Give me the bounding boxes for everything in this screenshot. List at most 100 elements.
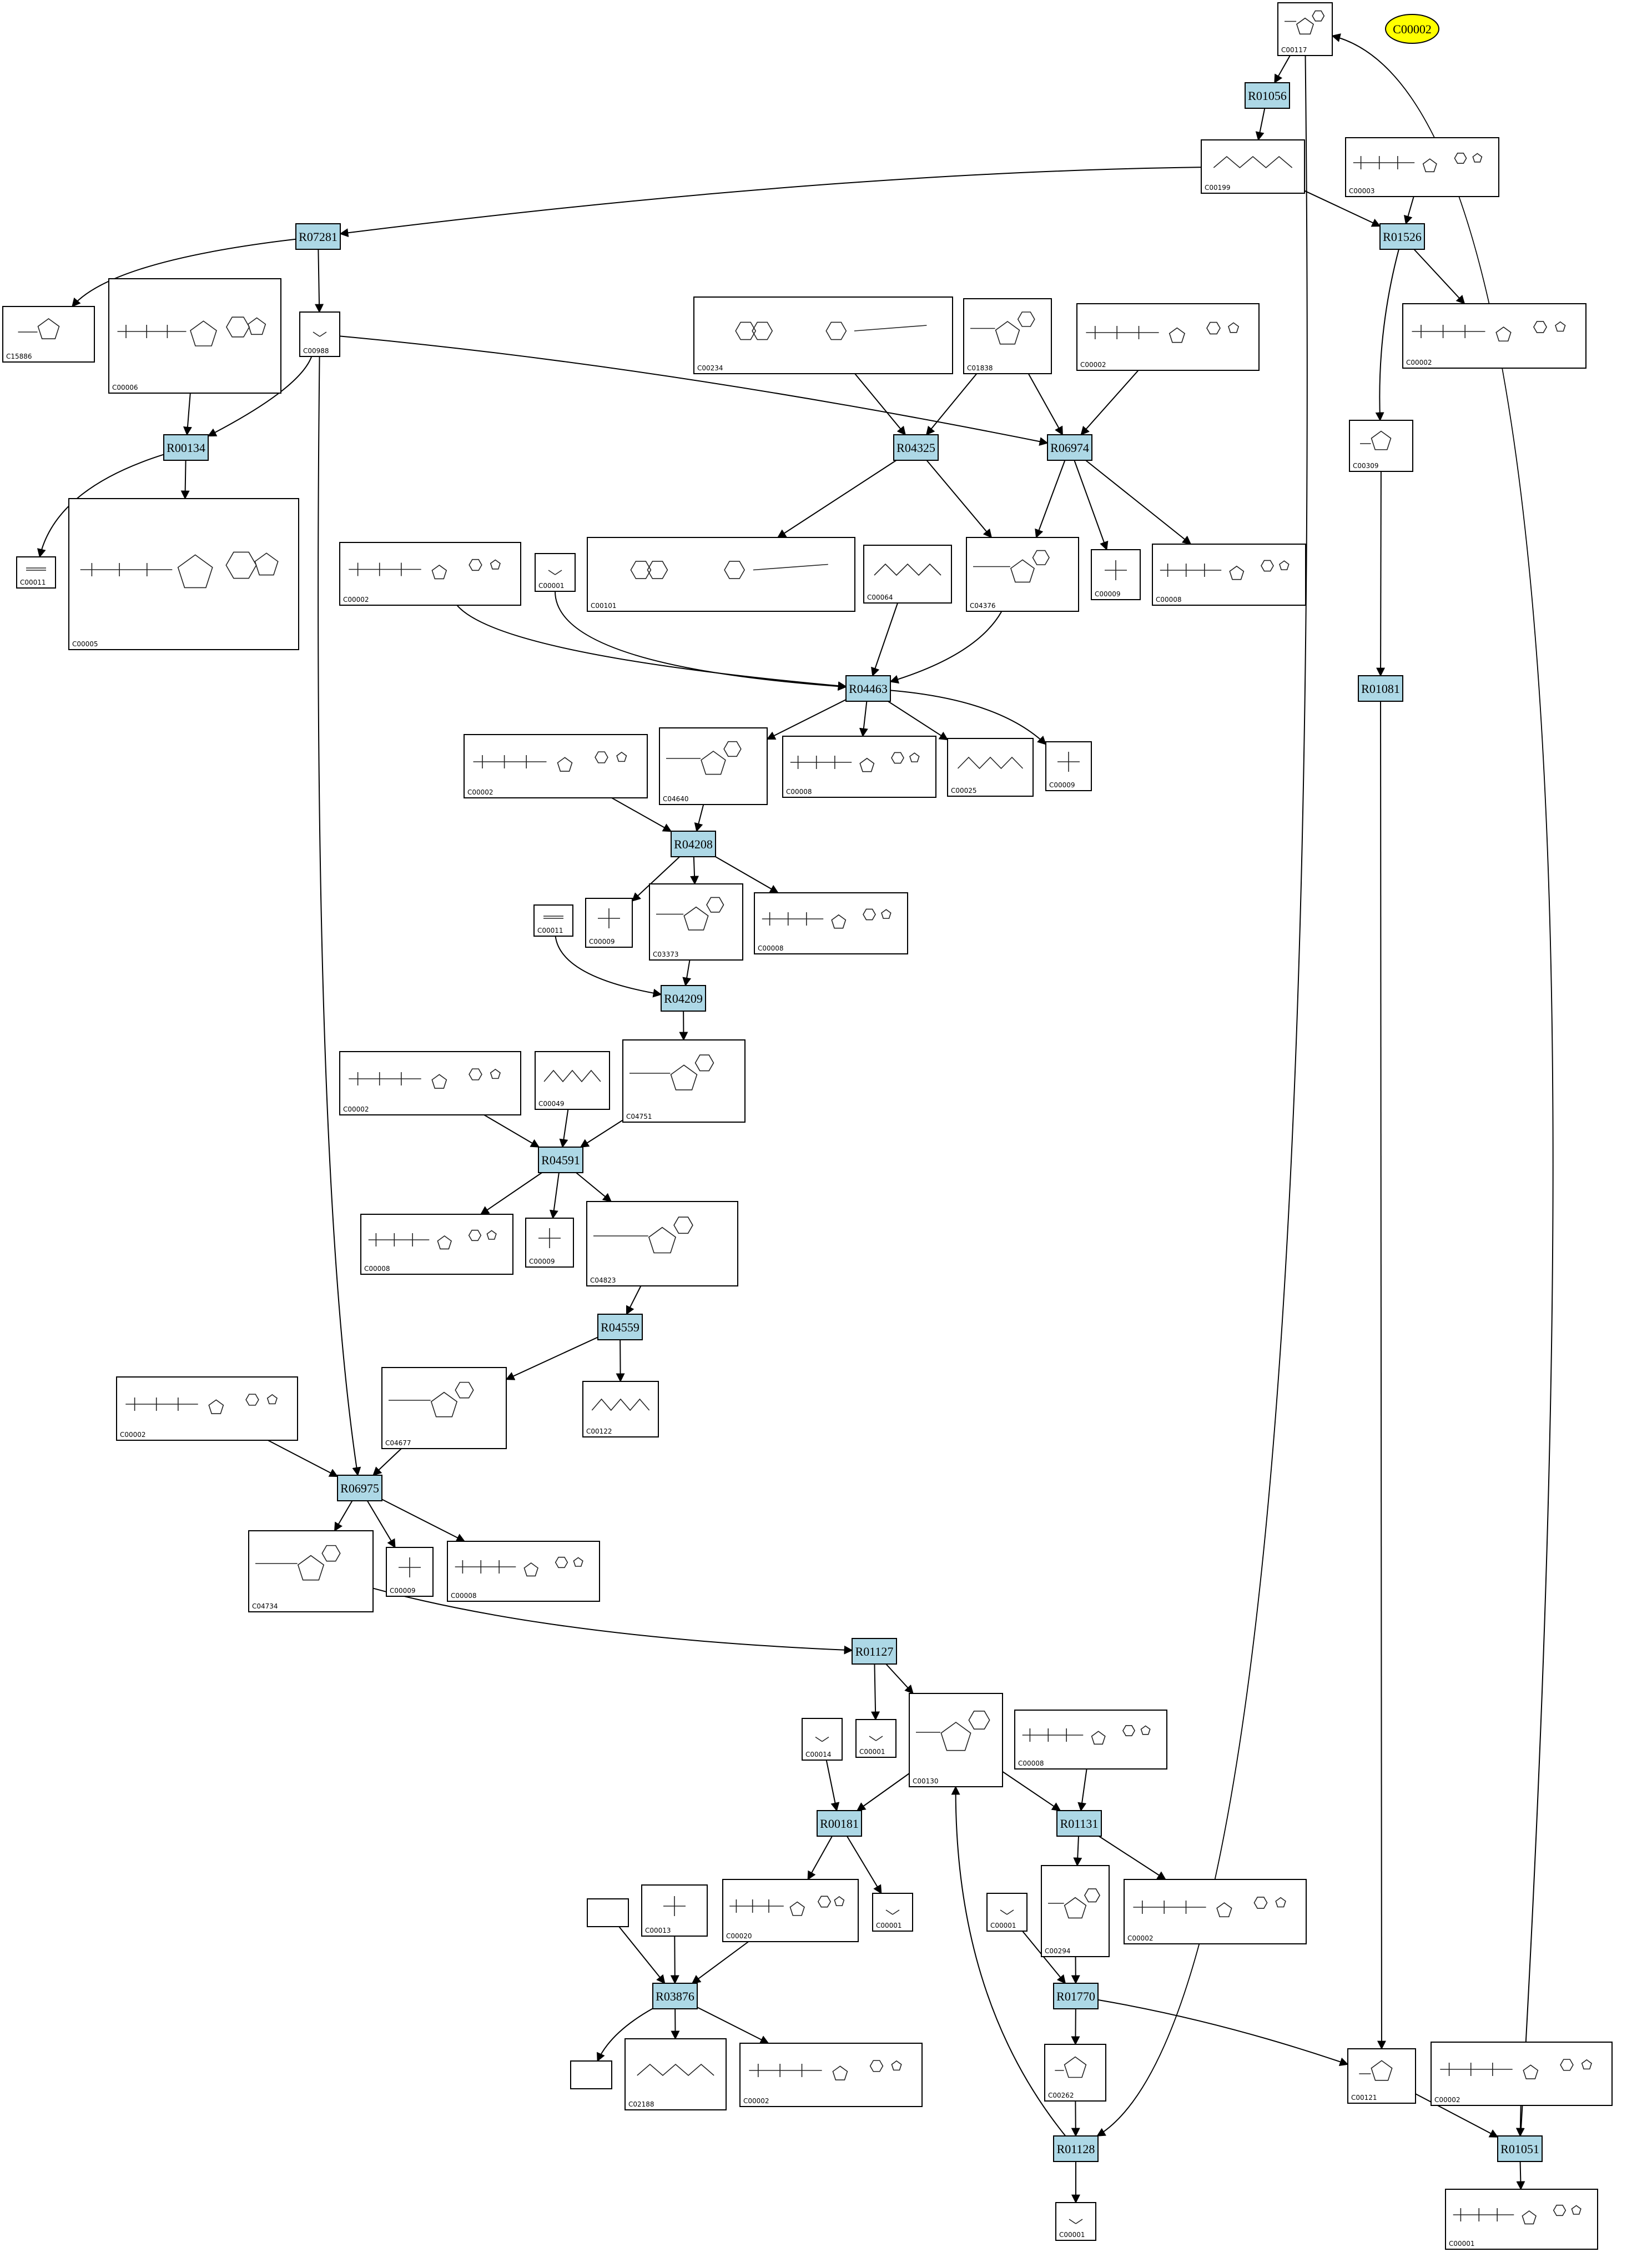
compound-box[interactable] (863, 545, 952, 604)
compound-c15886[interactable]: C15886 (2, 306, 95, 363)
compound-box[interactable] (986, 1893, 1028, 1932)
compound-c02188[interactable]: C02188 (624, 2038, 727, 2110)
compound-blank_1[interactable] (587, 1898, 629, 1927)
reaction-box[interactable] (1379, 223, 1425, 250)
compound-c00008_d[interactable]: C00008 (360, 1214, 513, 1275)
compound-box[interactable] (1345, 137, 1499, 197)
reaction-box[interactable] (817, 1810, 862, 1837)
compound-c00013[interactable]: C00013 (641, 1884, 708, 1937)
compound-box[interactable] (1347, 2048, 1416, 2104)
compound-c00009_a[interactable]: C00009 (1091, 549, 1141, 600)
compound-box[interactable] (966, 537, 1079, 612)
compound-blank_2[interactable] (570, 2060, 612, 2089)
compound-c04376[interactable]: C04376 (966, 537, 1079, 612)
compound-c00009_d[interactable]: C00009 (525, 1218, 574, 1268)
compound-c04640[interactable]: C04640 (659, 727, 768, 805)
compound-c00262[interactable]: C00262 (1044, 2044, 1106, 2102)
compound-c03373[interactable]: C03373 (649, 883, 743, 961)
compound-c00001_d[interactable]: C00001 (986, 1893, 1028, 1932)
compound-c00199[interactable]: C00199 (1201, 139, 1305, 194)
reaction-R00181[interactable]: R00181 (817, 1810, 862, 1837)
compound-box[interactable] (1055, 2202, 1096, 2241)
compound-box[interactable] (1124, 1879, 1307, 1944)
reaction-R01770[interactable]: R01770 (1053, 1983, 1099, 2009)
compound-c00008_f[interactable]: C00008 (1014, 1710, 1167, 1770)
compound-c00008_a[interactable]: C00008 (1152, 544, 1306, 606)
compound-box[interactable] (963, 298, 1052, 374)
reaction-box[interactable] (1497, 2135, 1543, 2162)
legend[interactable]: C00002 (1385, 14, 1439, 44)
compound-c00002_c[interactable]: C00002 (339, 542, 521, 606)
compound-box[interactable] (739, 2043, 923, 2107)
compound-box[interactable] (1277, 2, 1333, 56)
compound-box[interactable] (587, 537, 855, 612)
compound-c00005[interactable]: C00005 (68, 498, 299, 650)
compound-box[interactable] (1201, 139, 1305, 194)
reaction-R04208[interactable]: R04208 (671, 831, 716, 857)
compound-c01838[interactable]: C01838 (963, 298, 1052, 374)
compound-box[interactable] (1152, 544, 1306, 606)
compound-box[interactable] (116, 1376, 298, 1441)
reaction-box[interactable] (538, 1147, 583, 1173)
compound-box[interactable] (339, 542, 521, 606)
compound-box[interactable] (464, 734, 648, 798)
compound-box[interactable] (2, 306, 95, 363)
legend-ellipse[interactable] (1385, 14, 1439, 44)
compound-box[interactable] (649, 883, 743, 961)
reaction-R03876[interactable]: R03876 (652, 1983, 698, 2009)
reaction-R04559[interactable]: R04559 (597, 1314, 643, 1340)
compound-c00294[interactable]: C00294 (1041, 1865, 1110, 1957)
reaction-R04325[interactable]: R04325 (893, 434, 939, 461)
reaction-R06974[interactable]: R06974 (1047, 434, 1092, 461)
compound-c00988[interactable]: C00988 (299, 311, 340, 357)
compound-c04677[interactable]: C04677 (381, 1367, 507, 1449)
compound-c00008_e[interactable]: C00008 (447, 1541, 600, 1602)
compound-box[interactable] (535, 1051, 610, 1110)
reaction-box[interactable] (337, 1475, 382, 1501)
reaction-R04591[interactable]: R04591 (538, 1147, 583, 1173)
compound-c04734[interactable]: C04734 (248, 1530, 374, 1612)
compound-c00011_b[interactable]: C00011 (533, 904, 573, 937)
reaction-box[interactable] (845, 675, 891, 702)
compound-box[interactable] (722, 1879, 859, 1942)
compound-box[interactable] (693, 296, 953, 374)
compound-box[interactable] (622, 1039, 746, 1123)
compound-c00002_d[interactable]: C00002 (464, 734, 648, 798)
reaction-R01081[interactable]: R01081 (1358, 675, 1403, 702)
compound-c00008_c[interactable]: C00008 (754, 892, 908, 954)
reaction-box[interactable] (295, 223, 341, 250)
compound-c00003_a[interactable]: C00003 (1345, 137, 1499, 197)
reaction-R04463[interactable]: R04463 (845, 675, 891, 702)
compound-box[interactable] (299, 311, 340, 357)
compound-c00309[interactable]: C00309 (1349, 420, 1413, 472)
compound-c04751[interactable]: C04751 (622, 1039, 746, 1123)
compound-box[interactable] (872, 1893, 913, 1932)
reaction-box[interactable] (1053, 2135, 1099, 2162)
reaction-box[interactable] (1245, 82, 1290, 109)
compound-box[interactable] (1044, 2044, 1106, 2102)
reaction-R01128[interactable]: R01128 (1053, 2135, 1099, 2162)
reaction-box[interactable] (852, 1638, 897, 1665)
compound-c00011_a[interactable]: C00011 (16, 556, 56, 589)
reaction-box[interactable] (1358, 675, 1403, 702)
reaction-box[interactable] (661, 985, 706, 1012)
reaction-box[interactable] (652, 1983, 698, 2009)
compound-c00002_a[interactable]: C00002 (1076, 303, 1260, 371)
compound-c00002_g[interactable]: C00002 (1124, 1879, 1307, 1944)
reaction-R00134[interactable]: R00134 (163, 434, 209, 461)
compound-c00002_f[interactable]: C00002 (116, 1376, 298, 1441)
compound-box[interactable] (381, 1367, 507, 1449)
reaction-R06975[interactable]: R06975 (337, 1475, 382, 1501)
compound-c00025[interactable]: C00025 (947, 738, 1034, 797)
reaction-box[interactable] (597, 1314, 643, 1340)
compound-c00009_c[interactable]: C00009 (585, 898, 633, 948)
reaction-box[interactable] (671, 831, 716, 857)
compound-c00009_b[interactable]: C00009 (1045, 741, 1092, 791)
compound-c00001_f[interactable]: C00001 (1445, 2189, 1598, 2250)
reaction-R01127[interactable]: R01127 (852, 1638, 897, 1665)
reaction-R01056[interactable]: R01056 (1245, 82, 1290, 109)
compound-box[interactable] (533, 904, 573, 937)
compound-box[interactable] (586, 1201, 738, 1286)
compound-c00008_b[interactable]: C00008 (782, 736, 936, 798)
compound-c04823[interactable]: C04823 (586, 1201, 738, 1286)
